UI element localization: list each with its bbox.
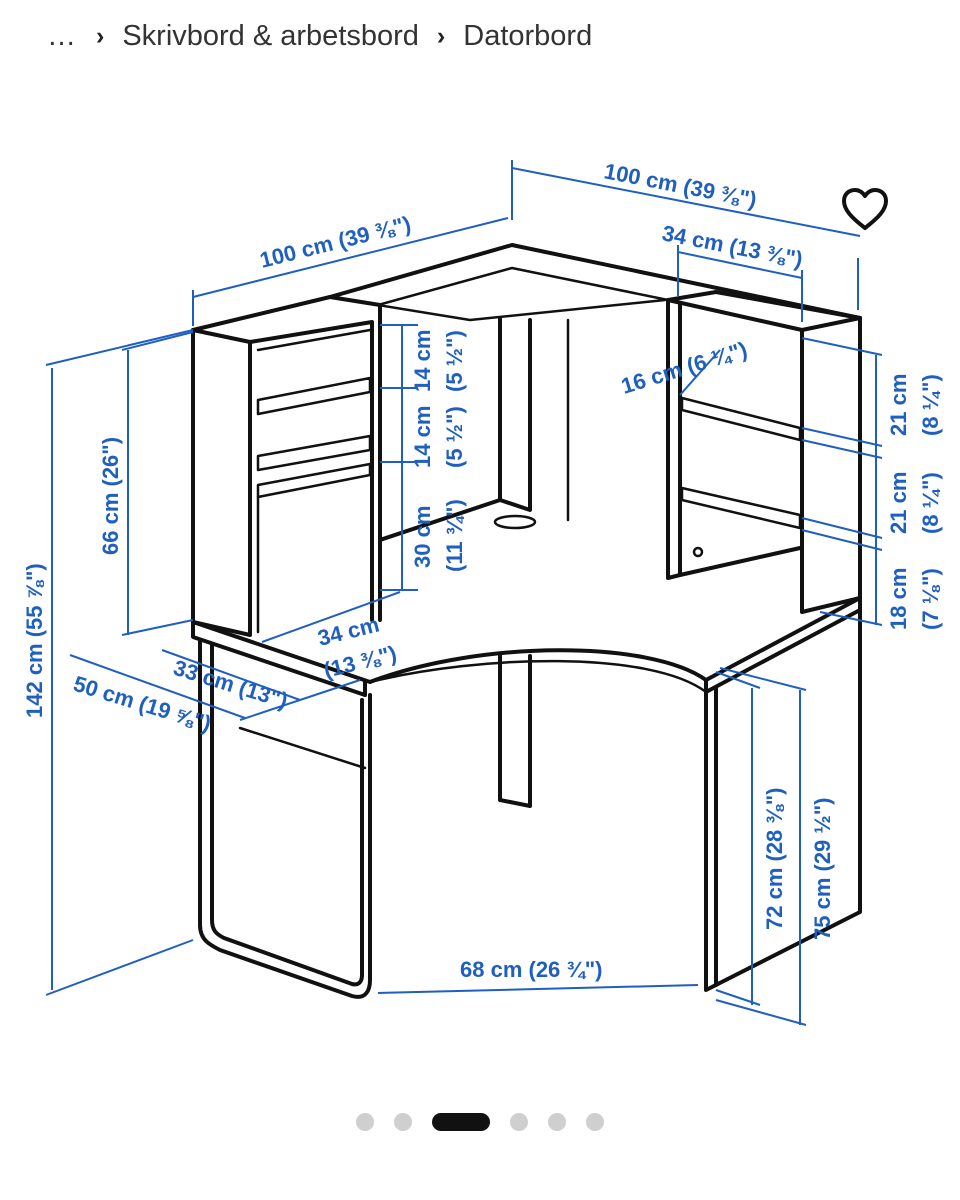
chevron-right-icon: › bbox=[436, 21, 446, 50]
dim-right-gap-1-in: (8 ¼") bbox=[918, 374, 943, 436]
breadcrumb: … › Skrivbord & arbetsbord › Datorbord bbox=[47, 14, 592, 58]
dim-shelf-gap-1: 14 cm bbox=[410, 330, 435, 392]
dimension-lines bbox=[45, 160, 883, 1026]
carousel-dot-active[interactable] bbox=[432, 1113, 490, 1131]
carousel-dot[interactable] bbox=[548, 1113, 566, 1131]
favorite-button[interactable] bbox=[840, 186, 890, 232]
dim-right-gap-3: 18 cm bbox=[886, 568, 911, 630]
dim-right-gap-2: 21 cm bbox=[886, 472, 911, 534]
dim-shelf-gap-2: 14 cm bbox=[410, 406, 435, 468]
dim-height-72: 72 cm (28 ⅜") bbox=[762, 787, 787, 930]
dim-shelf-gap-2-in: (5 ½") bbox=[442, 406, 467, 468]
carousel-dot[interactable] bbox=[394, 1113, 412, 1131]
dimension-labels: 100 cm (39 ⅜") 100 cm (39 ⅜") 34 cm (13 … bbox=[22, 158, 943, 982]
dim-total-height: 142 cm (55 ⅞") bbox=[22, 563, 47, 718]
breadcrumb-item-computer-desks[interactable]: Datorbord bbox=[463, 19, 593, 52]
dim-top-left-width: 100 cm (39 ⅜") bbox=[257, 211, 413, 273]
dim-height-75: 75 cm (29 ½") bbox=[810, 797, 835, 940]
carousel-dot[interactable] bbox=[510, 1113, 528, 1131]
dim-lower-shelf: 30 cm bbox=[410, 506, 435, 568]
desk-outline bbox=[191, 243, 862, 999]
dim-knee-width: 68 cm (26 ¾") bbox=[460, 957, 603, 982]
dim-lower-shelf-in: (11 ¾") bbox=[442, 499, 467, 572]
dim-upper-height: 66 cm (26") bbox=[98, 437, 123, 555]
breadcrumb-item-desks[interactable]: Skrivbord & arbetsbord bbox=[122, 19, 419, 52]
chevron-right-icon: › bbox=[96, 21, 105, 50]
dim-top-right-width: 100 cm (39 ⅜") bbox=[602, 158, 759, 212]
dim-right-gap-3-in: (7 ⅛") bbox=[918, 568, 943, 630]
dim-right-gap-2-in: (8 ¼") bbox=[918, 472, 943, 534]
carousel-pagination bbox=[0, 1110, 960, 1134]
dim-right-gap-1: 21 cm bbox=[886, 374, 911, 436]
heart-icon bbox=[842, 188, 888, 230]
product-dimension-drawing[interactable]: 100 cm (39 ⅜") 100 cm (39 ⅜") 34 cm (13 … bbox=[0, 80, 960, 1090]
dim-shelf-gap-1-in: (5 ½") bbox=[442, 330, 467, 392]
desk-line-drawing: 100 cm (39 ⅜") 100 cm (39 ⅜") 34 cm (13 … bbox=[22, 158, 943, 1026]
carousel-dot[interactable] bbox=[586, 1113, 604, 1131]
dim-shelf-left-width: 34 cm bbox=[315, 612, 382, 651]
carousel-dot[interactable] bbox=[356, 1113, 374, 1131]
breadcrumb-ellipsis[interactable]: … bbox=[47, 19, 76, 52]
